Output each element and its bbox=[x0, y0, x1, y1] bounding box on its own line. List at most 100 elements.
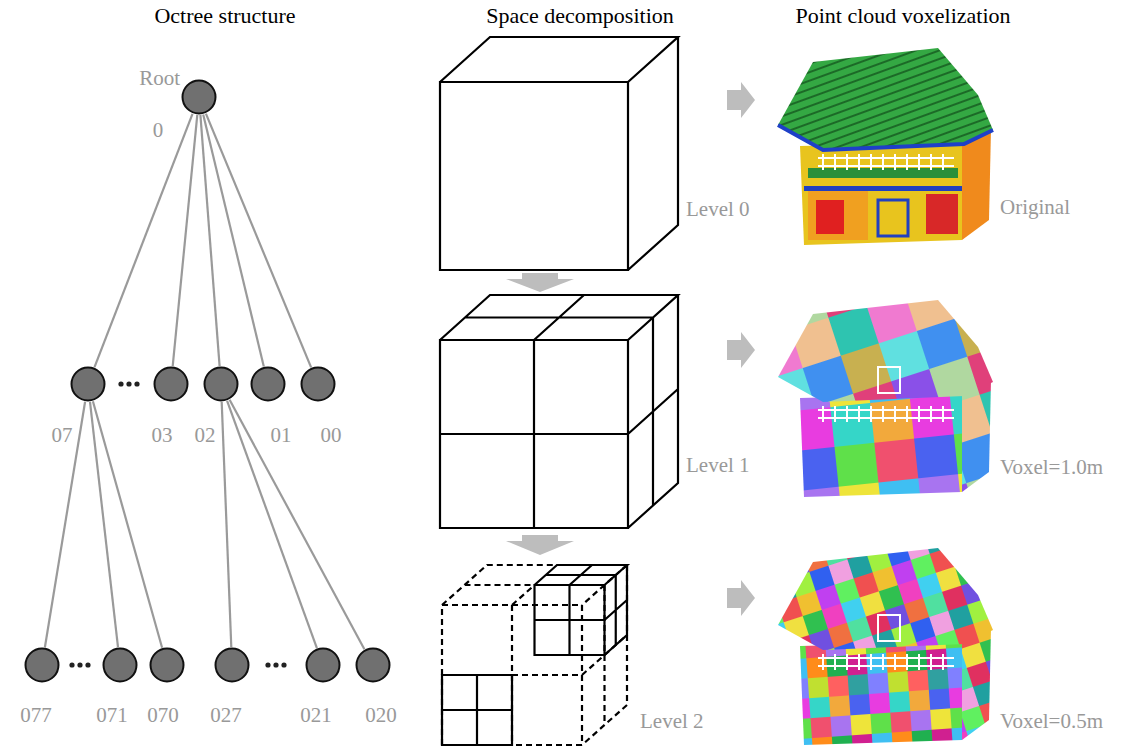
octree-node: 070 bbox=[149, 647, 185, 683]
illustration-part bbox=[126, 381, 131, 386]
cube-level-1 bbox=[440, 295, 678, 528]
node-circle bbox=[355, 647, 391, 683]
right-arrow bbox=[727, 332, 755, 368]
tree-edge bbox=[200, 115, 219, 366]
node-label: 077 bbox=[20, 704, 52, 727]
node-circle-shape bbox=[205, 368, 238, 401]
point-cloud-voxel-large bbox=[778, 300, 993, 497]
side-wall bbox=[962, 628, 991, 740]
tree-edge bbox=[95, 114, 193, 367]
node-label: 020 bbox=[365, 704, 397, 727]
node-circle bbox=[305, 647, 341, 683]
octree-node: 07 bbox=[70, 366, 106, 402]
node-label: 03 bbox=[152, 424, 173, 447]
node-circle bbox=[149, 647, 185, 683]
tree-edge bbox=[203, 115, 264, 367]
octree-node: 02 bbox=[203, 366, 239, 402]
node-circle-shape bbox=[302, 368, 335, 401]
illustration-part bbox=[265, 662, 270, 667]
blue-band bbox=[804, 186, 962, 191]
octree-node: Root0 bbox=[181, 79, 217, 115]
node-label: 01 bbox=[271, 424, 292, 447]
illustration-part bbox=[77, 662, 82, 667]
cube-level-2-dashed bbox=[442, 565, 627, 745]
node-circle-shape bbox=[155, 368, 188, 401]
node-circle-shape bbox=[252, 368, 285, 401]
node-label: 071 bbox=[96, 704, 128, 727]
node-circle-shape bbox=[72, 368, 105, 401]
node-label: 070 bbox=[147, 704, 179, 727]
node-circle-shape bbox=[216, 649, 249, 682]
figure-label: Voxel=0.5m bbox=[1000, 710, 1103, 733]
node-label: 07 bbox=[52, 424, 73, 447]
octree-node: 021 bbox=[305, 647, 341, 683]
node-label: 00 bbox=[321, 424, 342, 447]
node-circle-shape bbox=[307, 649, 340, 682]
right-arrow bbox=[727, 82, 755, 118]
tree-edge bbox=[206, 114, 311, 368]
window bbox=[878, 615, 900, 641]
node-circle-shape bbox=[183, 81, 216, 114]
figure-label: Level 1 bbox=[686, 454, 750, 477]
right-arrow bbox=[727, 580, 755, 616]
down-arrow bbox=[506, 273, 574, 292]
roof bbox=[778, 300, 993, 402]
ellipsis-dots bbox=[69, 381, 286, 667]
octree-node: 071 bbox=[102, 647, 138, 683]
octant-subdivided bbox=[442, 675, 512, 745]
node-circle-shape bbox=[357, 649, 390, 682]
illustration-part bbox=[85, 662, 90, 667]
illustration-part bbox=[273, 662, 278, 667]
octree-node: 027 bbox=[214, 647, 250, 683]
illustration-part bbox=[118, 381, 123, 386]
node-label: 027 bbox=[210, 704, 242, 727]
roof bbox=[778, 548, 993, 650]
balcony-rail bbox=[818, 406, 954, 422]
tree-edge bbox=[222, 402, 232, 647]
node-circle-shape bbox=[104, 649, 137, 682]
red-panel bbox=[926, 194, 958, 234]
cube-level-0 bbox=[440, 37, 678, 270]
node-circle bbox=[181, 79, 217, 115]
point-cloud-original bbox=[778, 48, 993, 245]
illustration-part bbox=[134, 381, 139, 386]
node-label: 0 bbox=[153, 119, 164, 142]
figure-label: Voxel=1.0m bbox=[1000, 456, 1103, 479]
figure-label: Level 0 bbox=[686, 198, 750, 221]
facade bbox=[800, 394, 962, 497]
roof bbox=[778, 48, 993, 150]
down-arrow bbox=[506, 535, 574, 555]
node-label: 02 bbox=[195, 424, 216, 447]
node-circle bbox=[153, 366, 189, 402]
node-label: Root bbox=[139, 67, 180, 90]
figure-label: Level 2 bbox=[640, 710, 704, 733]
column-heading: Point cloud voxelization bbox=[795, 4, 1010, 28]
grey-arrows bbox=[506, 82, 755, 616]
node-circle bbox=[102, 647, 138, 683]
node-circle bbox=[214, 647, 250, 683]
octree-node: 00 bbox=[300, 366, 336, 402]
node-label: 021 bbox=[300, 704, 332, 727]
facade-shade bbox=[808, 190, 868, 240]
figure-label: Original bbox=[1000, 196, 1070, 219]
point-cloud-voxel-small bbox=[778, 548, 993, 745]
node-circle bbox=[24, 647, 60, 683]
column-heading: Octree structure bbox=[154, 4, 295, 28]
window bbox=[878, 367, 900, 393]
red-panel bbox=[816, 200, 844, 234]
balcony-rail bbox=[818, 154, 954, 170]
side-wall bbox=[962, 380, 991, 492]
node-circle bbox=[203, 366, 239, 402]
octree-node: 020 bbox=[355, 647, 391, 683]
column-heading: Space decomposition bbox=[486, 4, 674, 28]
octree-node: 03 bbox=[153, 366, 189, 402]
tree-edge bbox=[45, 402, 85, 647]
octree-node: 01 bbox=[250, 366, 286, 402]
tree-edge bbox=[230, 400, 365, 649]
node-circle bbox=[70, 366, 106, 402]
window bbox=[878, 200, 908, 236]
facade bbox=[800, 642, 962, 745]
octree-node: 077 bbox=[24, 647, 60, 683]
